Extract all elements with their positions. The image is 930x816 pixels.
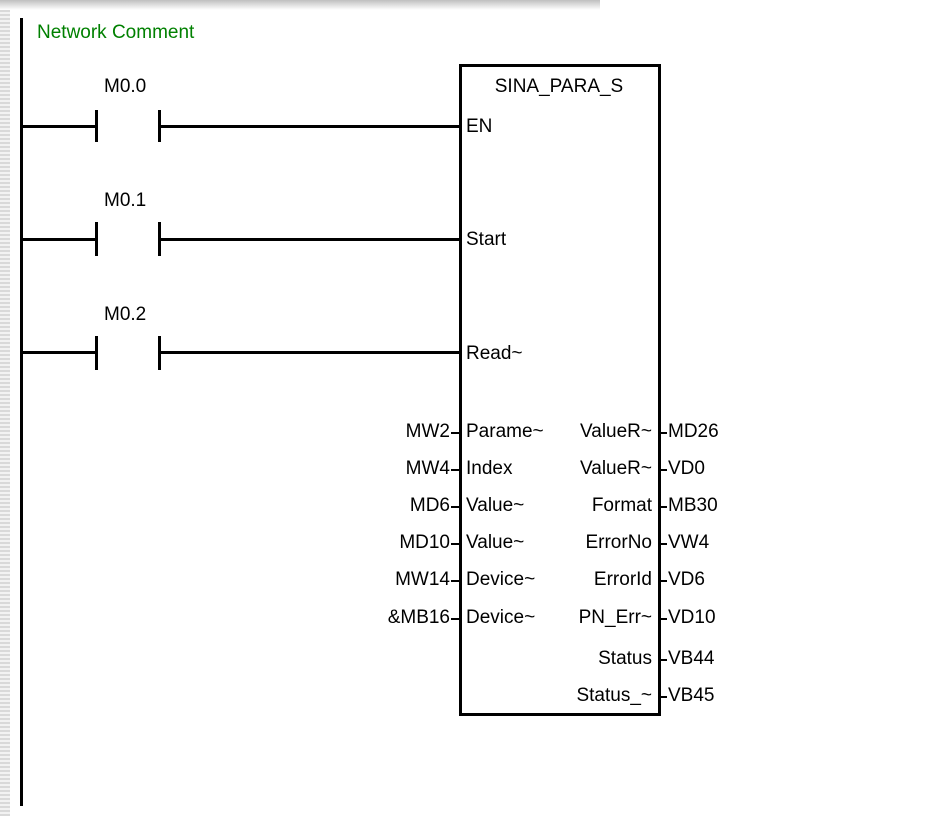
output-pin-name: ErrorId: [593, 569, 652, 590]
output-stub: [658, 618, 667, 620]
output-pin-name: Status: [598, 648, 652, 669]
output-pin-name: ErrorNo: [585, 532, 652, 553]
contact-left-bar[interactable]: [95, 336, 98, 370]
input-operand[interactable]: MD10: [399, 532, 450, 553]
input-pin-name: Value~: [466, 532, 525, 553]
input-stub: [451, 618, 460, 620]
function-block[interactable]: [459, 64, 661, 716]
pin-start: Start: [466, 229, 507, 250]
output-operand[interactable]: MB30: [668, 495, 718, 516]
power-rail: [20, 18, 23, 806]
input-pin-name: Value~: [466, 495, 525, 516]
output-operand[interactable]: VD6: [668, 569, 705, 590]
wire: [20, 238, 96, 241]
wire: [158, 125, 460, 128]
wire: [158, 351, 460, 354]
editor-top-border: [0, 0, 600, 10]
input-pin-name: Device~: [466, 569, 536, 590]
input-pin-name: Index: [466, 458, 513, 479]
output-pin-name: Format: [591, 495, 652, 516]
output-stub: [658, 696, 667, 698]
pin-en: EN: [466, 116, 493, 137]
contact-address[interactable]: M0.0: [104, 76, 147, 97]
output-operand[interactable]: VB44: [668, 648, 715, 669]
output-pin-name: ValueR~: [579, 421, 652, 442]
contact-address[interactable]: M0.2: [104, 304, 147, 325]
network-comment[interactable]: Network Comment: [37, 22, 195, 43]
input-pin-name: Parame~: [466, 421, 544, 442]
input-operand[interactable]: MD6: [409, 495, 450, 516]
output-operand[interactable]: MD26: [668, 421, 719, 442]
block-title: SINA_PARA_S: [494, 76, 624, 97]
output-pin-name: Status_~: [576, 685, 652, 706]
input-stub: [451, 432, 460, 434]
contact-left-bar[interactable]: [95, 110, 98, 142]
output-stub: [658, 580, 667, 582]
output-pin-name: PN_Err~: [578, 607, 652, 628]
output-stub: [658, 469, 667, 471]
output-stub: [658, 432, 667, 434]
contact-address[interactable]: M0.1: [104, 190, 147, 211]
input-operand[interactable]: MW14: [395, 569, 450, 590]
output-stub: [658, 659, 667, 661]
editor-left-gutter: [0, 10, 10, 816]
output-stub: [658, 506, 667, 508]
input-operand[interactable]: MW4: [405, 458, 450, 479]
output-operand[interactable]: VD0: [668, 458, 705, 479]
wire: [20, 125, 96, 128]
input-stub: [451, 469, 460, 471]
output-stub: [658, 543, 667, 545]
wire: [158, 238, 460, 241]
output-operand[interactable]: VW4: [668, 532, 710, 553]
input-pin-name: Device~: [466, 607, 536, 628]
pin-read: Read~: [466, 343, 523, 364]
input-stub: [451, 580, 460, 582]
contact-left-bar[interactable]: [95, 222, 98, 256]
input-stub: [451, 543, 460, 545]
output-operand[interactable]: VD10: [668, 607, 716, 628]
output-operand[interactable]: VB45: [668, 685, 715, 706]
input-operand[interactable]: MW2: [405, 421, 450, 442]
output-pin-name: ValueR~: [579, 458, 652, 479]
input-stub: [451, 506, 460, 508]
wire: [20, 351, 96, 354]
input-operand[interactable]: &MB16: [387, 607, 450, 628]
